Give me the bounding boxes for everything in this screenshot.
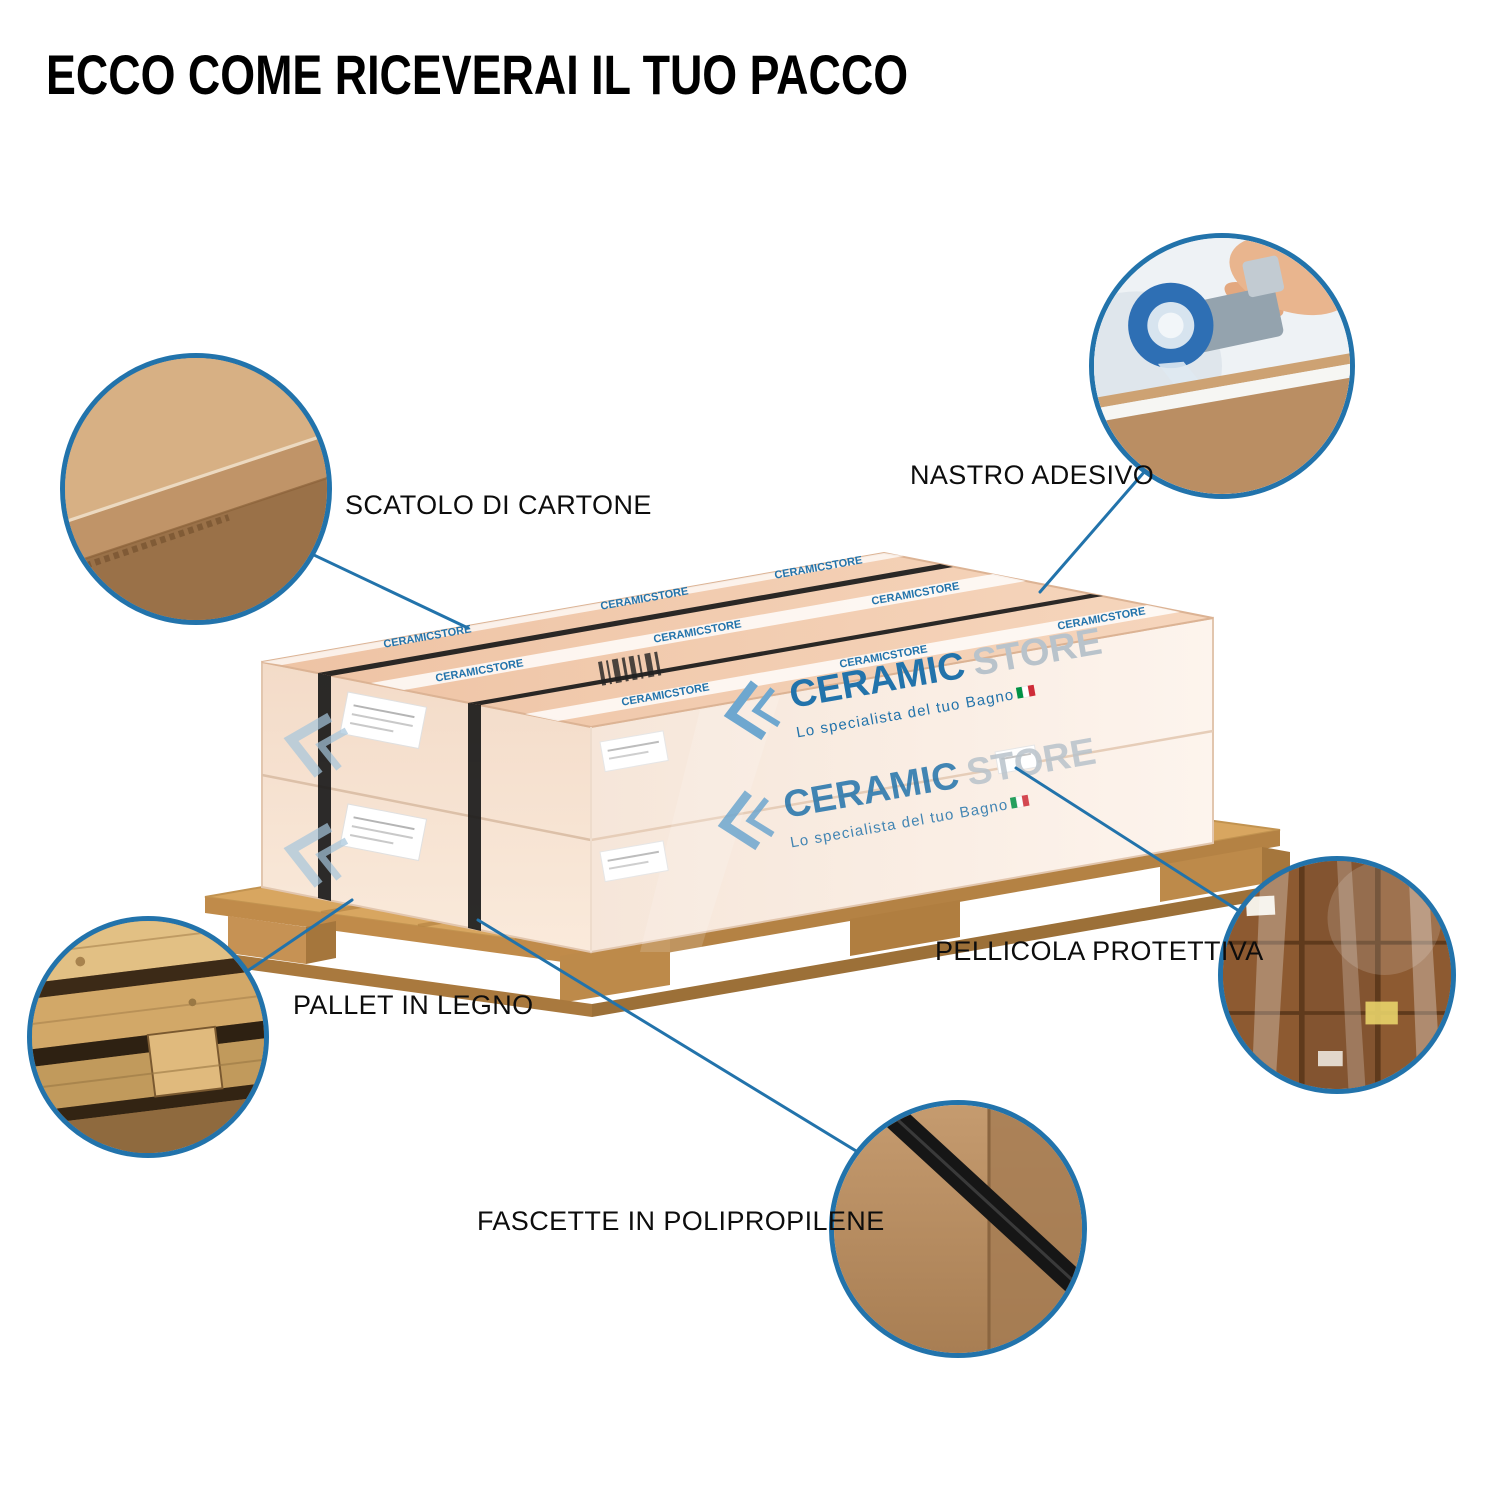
page-title: ECCO COME RICEVERAI IL TUO PACCO xyxy=(46,43,909,106)
carton-top-face xyxy=(261,551,1214,729)
barcode-mark xyxy=(598,651,662,686)
label-carton: SCATOLO DI CARTONE xyxy=(345,490,652,520)
label-film: PELLICOLA PROTETTIVA xyxy=(935,936,1264,966)
brand-chevron-end-lower xyxy=(283,822,349,888)
label-straps: FASCETTE IN POLIPROPILENE xyxy=(477,1206,885,1236)
carton-photo-circle xyxy=(60,353,332,625)
shipping-label-patches xyxy=(339,691,1039,883)
pallet-photo xyxy=(32,921,264,1153)
italy-flag-icon xyxy=(1015,684,1036,699)
carton-photo xyxy=(65,358,327,620)
film-photo-circle xyxy=(1218,856,1456,1094)
tape-photo xyxy=(1094,238,1350,494)
film-photo xyxy=(1223,861,1451,1089)
label-pallet: PALLET IN LEGNO xyxy=(293,990,534,1020)
label-tape: NASTRO ADESIVO xyxy=(910,460,1155,490)
pallet-photo-circle xyxy=(27,916,269,1158)
brand-chevron-end-upper xyxy=(283,712,349,778)
